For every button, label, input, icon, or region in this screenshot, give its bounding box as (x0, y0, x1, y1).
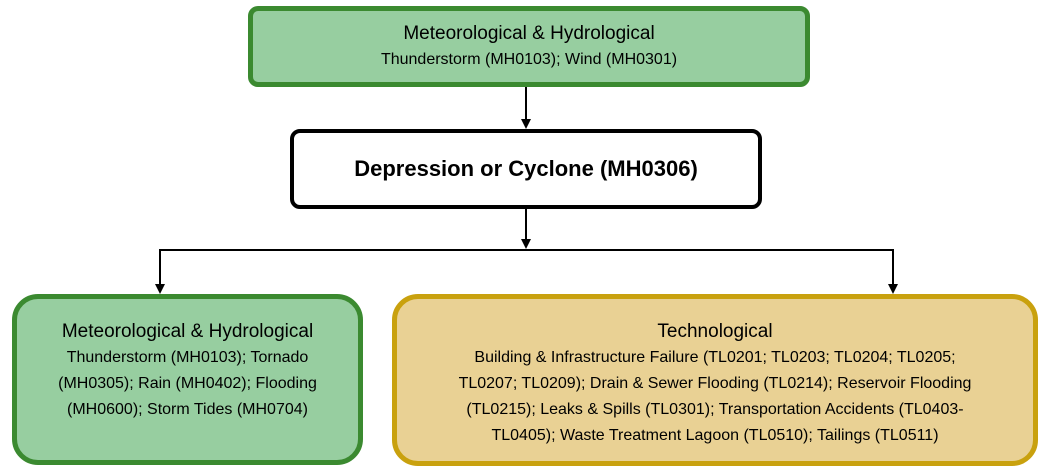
central-hazard-box: Depression or Cyclone (MH0306) (290, 129, 762, 209)
top-box-hazards: Thunderstorm (MH0103); Wind (MH0301) (380, 50, 678, 68)
right-box-line: TL0405); Waste Treatment Lagoon (TL0510)… (491, 427, 939, 444)
right-category-box: Technological Building & Infrastructure … (392, 294, 1038, 466)
left-box-line: (MH0305); Rain (MH0402); Flooding (58, 375, 317, 392)
top-category-box: Meteorological & Hydrological Thundersto… (248, 6, 810, 87)
left-box-line: (MH0600); Storm Tides (MH0704) (67, 401, 308, 418)
right-box-line: (TL0215); Leaks & Spills (TL0301); Trans… (466, 401, 964, 418)
left-category-box: Meteorological & Hydrological Thundersto… (12, 294, 363, 465)
central-hazard-title: Depression or Cyclone (MH0306) (354, 156, 698, 181)
left-box-line: Thunderstorm (MH0103); Tornado (66, 349, 309, 366)
right-box-title: Technological (657, 321, 773, 342)
top-box-title: Meteorological & Hydrological (403, 22, 655, 44)
right-box-line: TL0207; TL0209); Drain & Sewer Flooding … (458, 375, 972, 392)
right-box-line: Building & Infrastructure Failure (TL020… (474, 349, 956, 366)
left-box-title: Meteorological & Hydrological (61, 321, 314, 342)
